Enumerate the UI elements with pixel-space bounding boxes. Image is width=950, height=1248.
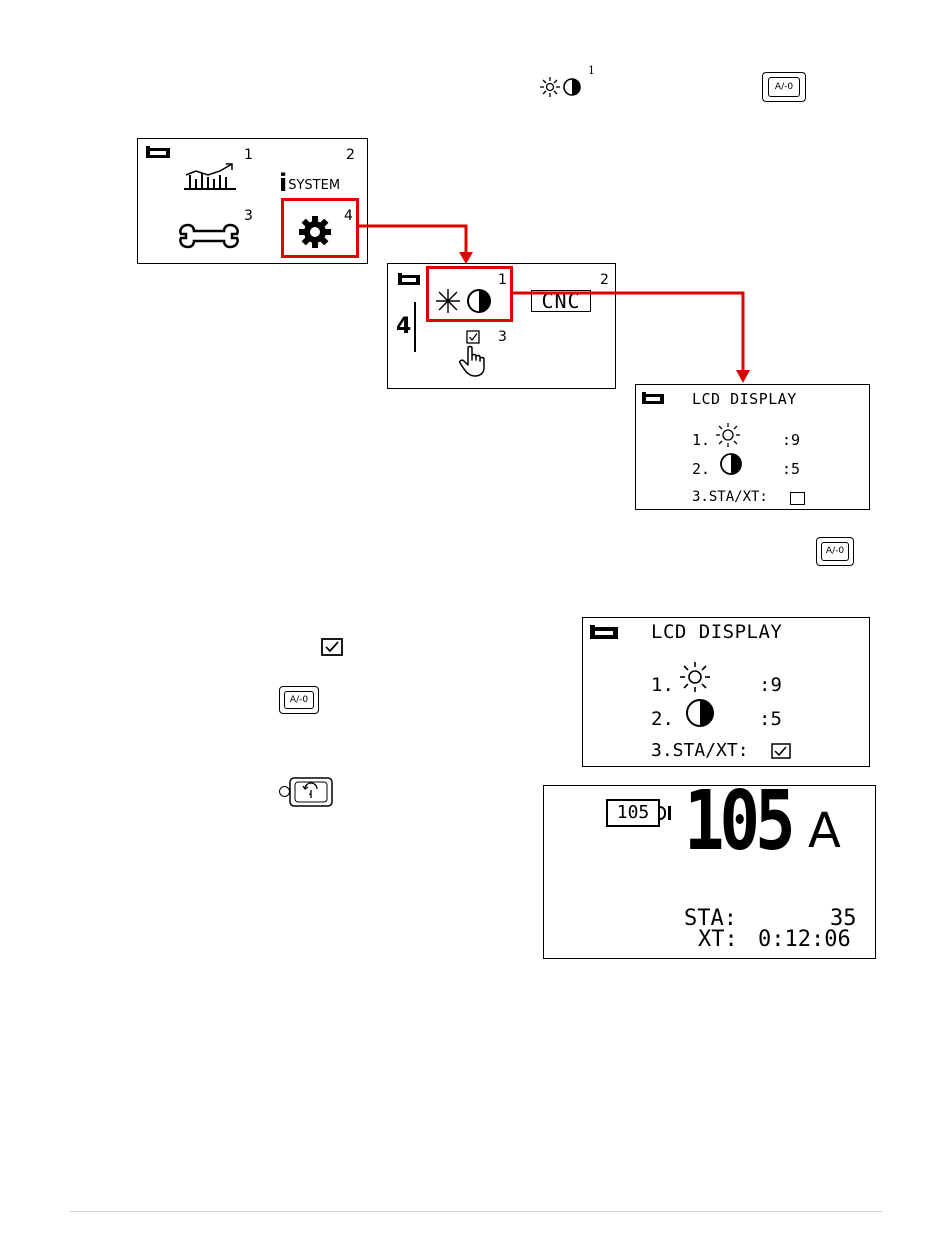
current-display-panel: 105 105 A STA: 35 XT: 0:12:06 [543,785,876,959]
lcd-small-line1-value: :9 [782,431,800,449]
arrow-to-lcd-display [513,293,743,372]
lcd-small-line3-label: 3.STA/XT: [692,489,768,505]
lcd-small-title: LCD DISPLAY [692,390,797,408]
lcd-small-line2-prefix: 2. [692,460,710,478]
arrow-to-settings [359,226,466,255]
lcd-large-title: LCD DISPLAY [651,621,782,643]
brightness-icon [712,421,744,449]
arrow-head-settings [459,252,473,264]
lcd-large-line2-prefix: 2. [651,708,674,730]
lcd-large-line1-value: :9 [759,674,782,696]
battery-tip-bar [668,806,671,820]
checkbox-unchecked-icon[interactable] [790,492,805,505]
flow-arrows [0,0,950,400]
xt-label: XT: [698,929,738,951]
current-value: 105 [684,780,791,864]
lcd-large-line3-label: 3.STA/XT: [651,740,749,761]
battery-indicator: 105 [606,799,660,827]
checkbox-checked-icon [321,638,343,656]
battery-tip [660,806,666,820]
menu-tab-icon [589,625,619,641]
mode-key-label: A/-0 [284,691,314,709]
battery-value: 105 [617,804,650,822]
exit-key-icon [289,777,333,807]
brightness-icon [675,660,715,694]
contrast-icon [683,696,717,730]
footer-divider [70,1211,882,1212]
arrow-head-lcd [736,370,750,383]
lcd-small-line1-prefix: 1. [692,431,710,449]
xt-value: 0:12:06 [758,929,851,951]
current-unit: A [808,806,841,856]
mode-key-label: A/-0 [821,542,849,561]
lcd-display-large-panel: LCD DISPLAY 1. :9 2. :5 3.STA/XT: [582,617,870,767]
menu-tab-icon [641,392,665,406]
lcd-small-line2-value: :5 [782,460,800,478]
mode-key-icon: A/-0 [279,686,319,714]
mode-key-icon: A/-0 [816,537,854,566]
contrast-icon [718,451,744,477]
lcd-large-line2-value: :5 [759,708,782,730]
checkbox-checked-icon[interactable] [771,743,791,759]
lcd-large-line1-prefix: 1. [651,674,674,696]
lcd-display-small-panel: LCD DISPLAY 1. :9 2. :5 3.STA/XT: [635,384,870,510]
